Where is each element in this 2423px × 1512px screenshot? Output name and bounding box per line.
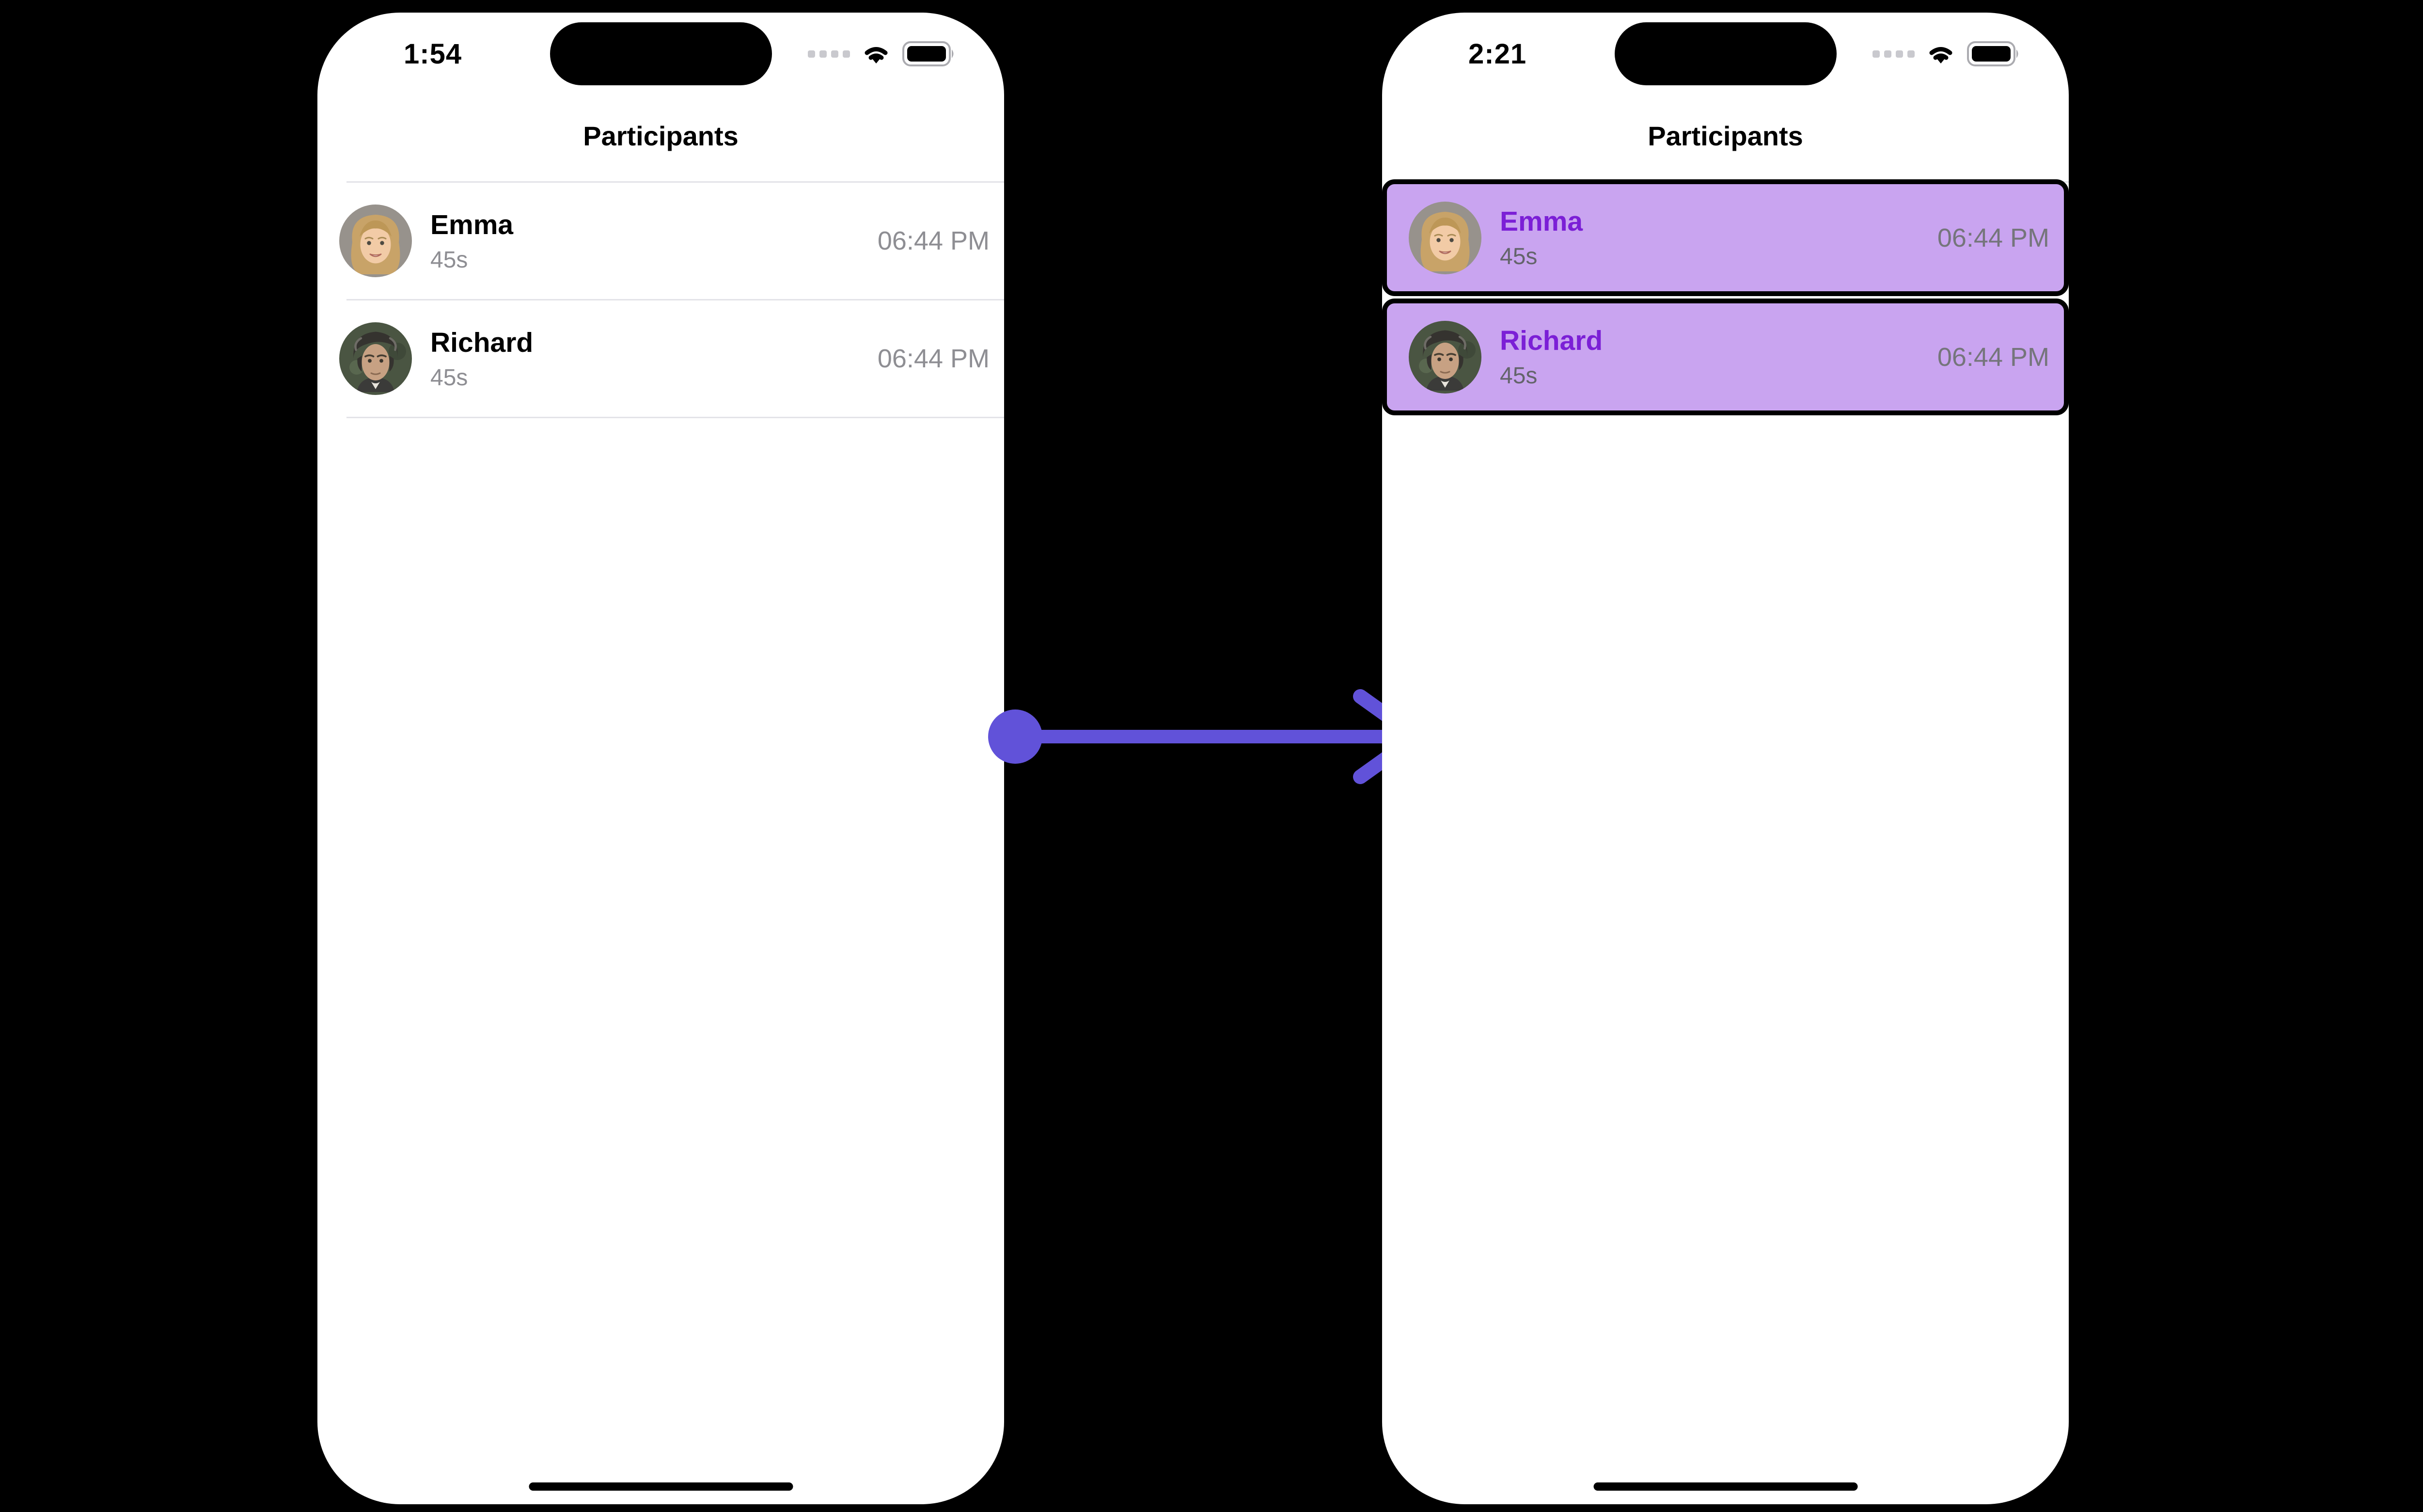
row-divider bbox=[346, 299, 1004, 300]
home-indicator[interactable] bbox=[1593, 1482, 1857, 1491]
page-title: Participants bbox=[583, 121, 739, 151]
participant-name: Richard bbox=[430, 327, 534, 358]
page-title: Participants bbox=[1648, 121, 1803, 151]
participant-time: 06:44 PM bbox=[877, 226, 990, 255]
right-arrow-icon bbox=[986, 686, 1447, 788]
dynamic-island bbox=[1614, 22, 1837, 85]
phone-after: 2:21 Participants bbox=[1382, 13, 2069, 1504]
participant-time: 06:44 PM bbox=[877, 344, 990, 373]
avatar-emma bbox=[1409, 201, 1481, 274]
participant-duration: 45s bbox=[1500, 244, 1538, 269]
participant-text: Emma 45s bbox=[1500, 205, 1583, 270]
status-time: 2:21 bbox=[1468, 38, 1527, 70]
dynamic-island bbox=[550, 22, 772, 85]
participant-name: Emma bbox=[1500, 206, 1583, 237]
participant-time: 06:44 PM bbox=[1937, 223, 2049, 252]
avatar-richard bbox=[1409, 320, 1481, 394]
battery-icon bbox=[902, 41, 956, 66]
participant-row-richard-selected[interactable]: Richard 45s 06:44 PM bbox=[1382, 299, 2069, 415]
participant-name: Richard bbox=[1500, 325, 1603, 356]
cellular-dots-icon bbox=[1872, 50, 1915, 58]
avatar-richard bbox=[339, 322, 412, 395]
participant-name: Emma bbox=[430, 209, 514, 240]
participant-duration: 45s bbox=[1500, 363, 1538, 389]
row-divider bbox=[346, 417, 1004, 418]
participant-row-richard[interactable]: Richard 45s 06:44 PM bbox=[317, 300, 1004, 417]
status-time: 1:54 bbox=[404, 38, 462, 70]
header-divider bbox=[346, 181, 1004, 183]
wifi-icon bbox=[861, 42, 892, 65]
avatar-emma bbox=[339, 205, 412, 277]
participant-duration: 45s bbox=[430, 364, 468, 391]
participant-row-emma-selected[interactable]: Emma 45s 06:44 PM bbox=[1382, 179, 2069, 296]
participant-text: Emma 45s bbox=[430, 209, 513, 273]
battery-icon bbox=[1967, 41, 2020, 66]
home-indicator[interactable] bbox=[529, 1482, 793, 1491]
participants-list-selected: Emma 45s 06:44 PM bbox=[1382, 179, 2069, 418]
status-icons bbox=[1872, 13, 2020, 95]
wifi-icon bbox=[1925, 42, 1956, 65]
participants-list: Emma 45s 06:44 PM bbox=[317, 183, 1004, 418]
participant-text: Richard 45s bbox=[430, 327, 533, 391]
participant-text: Richard 45s bbox=[1500, 325, 1603, 389]
status-icons bbox=[808, 13, 956, 95]
participant-time: 06:44 PM bbox=[1937, 342, 2049, 372]
participant-row-emma[interactable]: Emma 45s 06:44 PM bbox=[317, 183, 1004, 299]
phone-before: 1:54 Participants bbox=[317, 13, 1004, 1504]
cellular-dots-icon bbox=[808, 50, 850, 58]
participant-duration: 45s bbox=[430, 247, 468, 273]
